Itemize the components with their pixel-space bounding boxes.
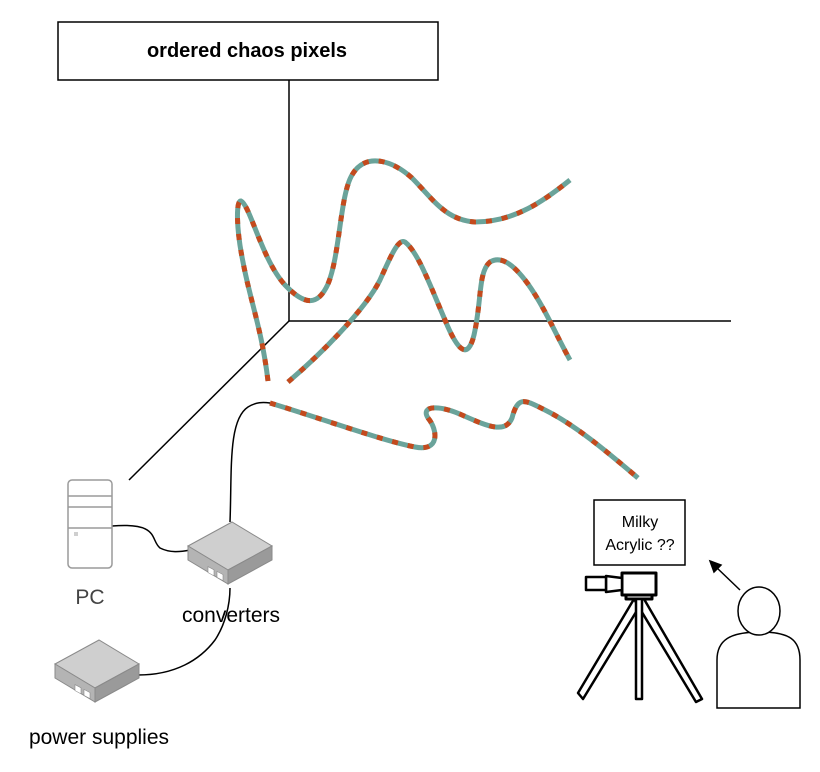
person-icon xyxy=(716,586,801,709)
view-arrow xyxy=(708,559,741,591)
sign-line-1: Milky xyxy=(622,514,658,531)
sign-box: Milky Acrylic ?? xyxy=(593,499,686,566)
led-strand-bottom xyxy=(269,399,640,480)
cables xyxy=(111,401,271,676)
camera-on-tripod-icon xyxy=(576,571,704,704)
power-supplies-label: power supplies xyxy=(29,726,169,749)
led-strand-middle xyxy=(286,239,573,384)
led-strand-top xyxy=(234,158,572,382)
title-text: ordered chaos pixels xyxy=(147,40,347,62)
sign-line-2: Acrylic ?? xyxy=(605,537,674,554)
title-box: ordered chaos pixels xyxy=(57,21,439,81)
led-strands xyxy=(234,158,640,480)
cable-pc-to-converter xyxy=(111,524,191,553)
power-supply-icon xyxy=(53,639,141,703)
pc-icon xyxy=(67,479,113,569)
converter-icon xyxy=(186,521,274,585)
converters-label: converters xyxy=(182,604,280,627)
cable-converter-to-strand xyxy=(229,401,271,523)
cable-power-to-converter xyxy=(137,587,231,676)
pc-label: PC xyxy=(75,586,104,609)
depth-axis xyxy=(128,320,290,481)
